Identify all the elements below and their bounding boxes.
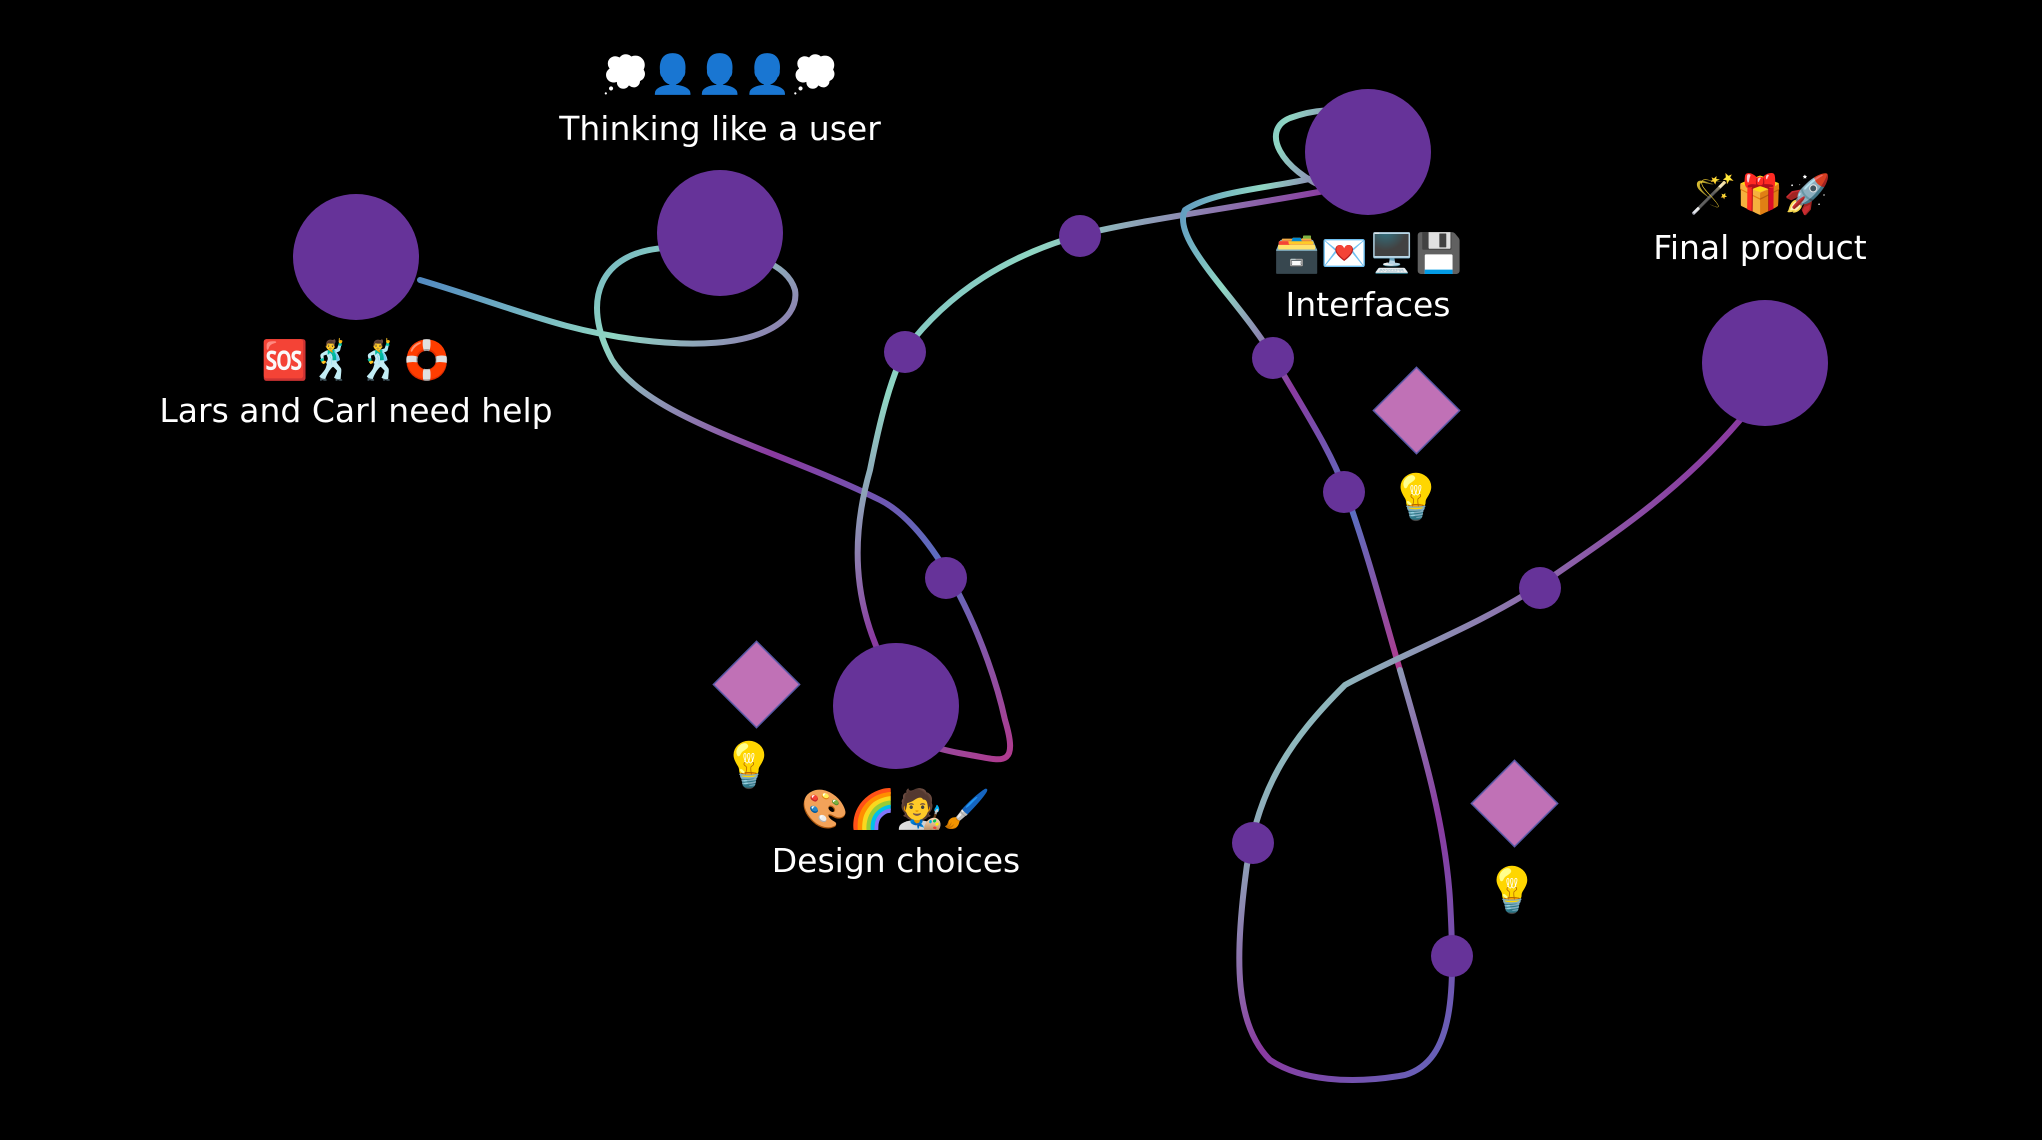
idea-marker: 💡 <box>1470 759 1559 916</box>
waypoint <box>884 331 926 373</box>
milestone-design-choices: 🎨🌈🧑‍🎨🖌️ Design choices <box>772 643 1020 880</box>
milestone-node <box>833 643 959 769</box>
milestone-label: Final product <box>1653 228 1867 267</box>
waypoint <box>1431 935 1473 977</box>
idea-marker: 💡 <box>712 640 801 791</box>
milestone-emojis: 🪄🎁🚀 <box>1689 172 1831 216</box>
milestone-emojis: 💭👤👤👤💭 <box>602 51 839 97</box>
idea-marker: 💡 <box>1372 366 1461 523</box>
waypoint <box>1252 337 1294 379</box>
milestone-label: Design choices <box>772 841 1020 880</box>
milestone-interfaces: 🗃️💌🖥️💾 Interfaces <box>1273 89 1463 324</box>
lightbulb-icon: 💡 <box>1389 472 1444 523</box>
lightbulb-icon: 💡 <box>1485 865 1540 916</box>
waypoint <box>1059 215 1101 257</box>
diamond-shape <box>1470 759 1559 848</box>
path-segment-start-to-loop <box>417 244 1013 763</box>
milestone-node <box>657 170 783 296</box>
milestone-thinking-like-a-user: 💭👤👤👤💭 Thinking like a user <box>558 51 881 296</box>
milestone-node <box>1702 300 1828 426</box>
milestone-node <box>1305 89 1431 215</box>
milestones: 🆘🕺🕺🛟 Lars and Carl need help 💭👤👤👤💭 Think… <box>159 51 1866 880</box>
idea-markers: 💡 💡 💡 <box>712 366 1559 916</box>
milestone-label: Lars and Carl need help <box>159 391 552 430</box>
milestone-emojis: 🆘🕺🕺🛟 <box>261 337 450 382</box>
milestone-node <box>293 194 419 320</box>
milestone-label: Interfaces <box>1286 285 1451 324</box>
diamond-shape <box>1372 366 1461 455</box>
diamond-shape <box>712 640 801 729</box>
waypoint <box>1323 471 1365 513</box>
waypoint <box>925 557 967 599</box>
waypoint <box>1519 567 1561 609</box>
lightbulb-icon: 💡 <box>722 740 777 791</box>
waypoint <box>1232 822 1274 864</box>
path-segment-design-to-interfaces <box>854 187 1333 658</box>
milestone-label: Thinking like a user <box>558 109 881 148</box>
milestone-emojis: 🎨🌈🧑‍🎨🖌️ <box>801 786 990 831</box>
milestone-final-product: 🪄🎁🚀 Final product <box>1653 172 1867 426</box>
milestone-emojis: 🗃️💌🖥️💾 <box>1273 231 1462 275</box>
milestone-lars-and-carl: 🆘🕺🕺🛟 Lars and Carl need help <box>159 194 553 430</box>
waypoints <box>884 215 1561 977</box>
